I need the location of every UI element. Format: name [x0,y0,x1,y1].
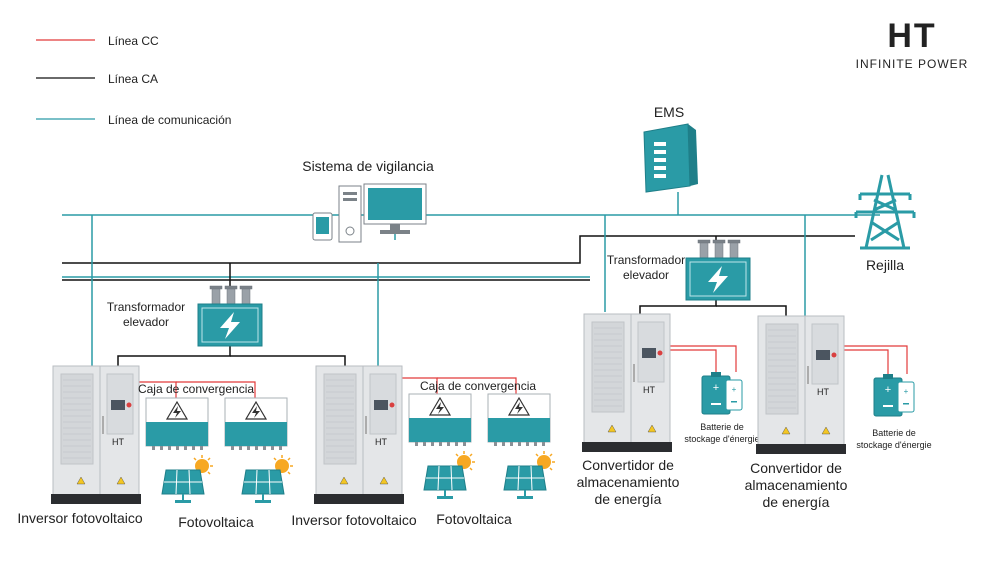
storage-converter-2-logo: HT [817,387,829,397]
storage-converter-2-label-3: de energía [763,494,830,510]
pv-inverter-2-logo: HT [375,437,387,447]
right-transformer [685,239,751,301]
pv-inverter-1-logo: HT [112,437,124,447]
battery-1-label-1: Batterie de [700,422,744,432]
right-transformer-label-1: Transformador [607,253,685,267]
battery-2-label-1: Batterie de [872,428,916,438]
storage-converter-1-label-1: Convertidor de [582,457,674,473]
legend: Línea CC Línea CA Línea de comunicación [36,34,231,127]
right-transformer-label-2: elevador [623,268,669,282]
storage-converter-2-label-2: almacenamiento [745,477,848,493]
legend-ac-label: Línea CA [108,72,158,86]
legend-dc-label: Línea CC [108,34,159,48]
combiner-box-1b [224,397,288,451]
storage-converter-1-logo: HT [643,385,655,395]
pv-inverter-2-label: Inversor fotovoltaico [291,512,416,528]
storage-converter-1-cabinet [581,313,673,453]
transmission-tower-icon [854,174,916,250]
left-transformer-label-1: Transformador [107,300,185,314]
battery-2-icon [873,373,915,417]
solar-panel-1a-icon [161,454,214,504]
photovoltaic-2-label: Fotovoltaica [436,511,512,527]
combiner-box-2b [487,393,551,447]
ems-label: EMS [654,104,684,120]
combiner-1-label: Caja de convergencia [138,382,254,396]
grid-label: Rejilla [866,257,904,273]
bus-lines [62,192,880,366]
brand-logo: HT INFINITE POWER [856,17,969,71]
solar-panel-2b-icon [503,450,556,500]
solar-panel-1b-icon [241,454,294,504]
storage-converter-2-label-1: Convertidor de [750,460,842,476]
brand-logo-text: HT [887,17,936,55]
battery-2-label-2: stockage d'énergie [856,440,931,450]
combiner-2-label: Caja de convergencia [420,379,536,393]
pv-inverter-1-cabinet [50,365,142,505]
left-transformer-label-2: elevador [123,315,169,329]
monitoring-label: Sistema de vigilancia [302,158,434,174]
ac-bus-upper [62,235,855,264]
combiner-box-2a [408,393,472,447]
storage-converter-2-cabinet [755,315,847,455]
dc-lines-left [137,377,517,398]
pv-inverter-1-label: Inversor fotovoltaico [17,510,142,526]
legend-comm-label: Línea de comunicación [108,113,231,127]
dc-lines-right [666,345,908,374]
photovoltaic-1-label: Fotovoltaica [178,514,254,530]
storage-converter-1-label-3: de energía [595,491,662,507]
combiner-box-1a [145,397,209,451]
battery-1-icon [701,371,743,415]
brand-tagline: INFINITE POWER [856,57,969,71]
left-transformer [197,285,263,347]
storage-converter-1-label-2: almacenamiento [577,474,680,490]
ems-server-icon [643,123,698,193]
pv-inverter-2-cabinet [313,365,405,505]
solar-panel-2a-icon [423,450,476,500]
battery-1-label-2: stockage d'énergie [684,434,759,444]
monitoring-computer-icon [312,183,427,243]
